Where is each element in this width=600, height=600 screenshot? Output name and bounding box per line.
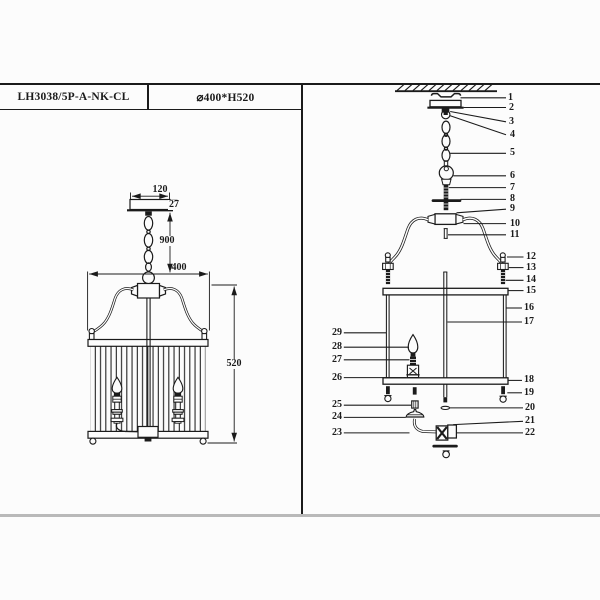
part-callout-21: 21 bbox=[525, 415, 535, 426]
part-callout-13: 13 bbox=[526, 262, 536, 273]
fixture-size: ⌀400*H520 bbox=[196, 91, 255, 104]
model-number-cell: LH3038/5P-A-NK-CL bbox=[0, 84, 147, 109]
part-callout-22: 22 bbox=[525, 427, 535, 438]
part-callout-15: 15 bbox=[526, 285, 536, 296]
part-callout-27: 27 bbox=[332, 354, 342, 365]
part-callout-10: 10 bbox=[510, 218, 520, 229]
part-callout-23: 23 bbox=[332, 427, 342, 438]
header-cell-divider bbox=[147, 83, 149, 110]
part-callout-14: 14 bbox=[526, 274, 536, 285]
dim-label-canopy-height: 27 bbox=[168, 199, 180, 210]
part-callout-5: 5 bbox=[510, 147, 515, 158]
ceiling-hatch bbox=[396, 83, 494, 92]
callout-leaders bbox=[343, 97, 524, 434]
part-callout-9: 9 bbox=[510, 203, 515, 214]
part-callout-28: 28 bbox=[332, 341, 342, 352]
part-callout-7: 7 bbox=[510, 182, 515, 193]
part-callout-17: 17 bbox=[524, 316, 534, 327]
part-callout-29: 29 bbox=[332, 327, 342, 338]
top-rule bbox=[0, 83, 600, 85]
dim-label-body-height: 520 bbox=[225, 358, 243, 369]
dim-label-suspension-height: 900 bbox=[158, 235, 176, 246]
dimension-view bbox=[87, 192, 237, 445]
part-callout-8: 8 bbox=[510, 193, 515, 204]
part-callout-4: 4 bbox=[510, 129, 515, 140]
part-callout-26: 26 bbox=[332, 372, 342, 383]
part-callout-1: 1 bbox=[508, 92, 513, 103]
part-callout-6: 6 bbox=[510, 170, 515, 181]
size-cell: ⌀400*H520 bbox=[149, 84, 302, 109]
part-callout-16: 16 bbox=[524, 302, 534, 313]
part-callout-19: 19 bbox=[524, 387, 534, 398]
part-callout-20: 20 bbox=[525, 402, 535, 413]
dim-label-diameter: 400 bbox=[171, 262, 187, 273]
dim-label-canopy-width: 120 bbox=[152, 184, 168, 195]
part-callout-12: 12 bbox=[526, 251, 536, 262]
part-callout-11: 11 bbox=[510, 229, 520, 240]
panel-divider bbox=[301, 83, 304, 516]
model-number: LH3038/5P-A-NK-CL bbox=[17, 90, 130, 103]
part-callout-24: 24 bbox=[332, 411, 342, 422]
part-callout-18: 18 bbox=[524, 374, 534, 385]
part-callout-2: 2 bbox=[509, 102, 514, 113]
header-bottom-rule bbox=[0, 108, 302, 111]
part-callout-3: 3 bbox=[509, 116, 514, 127]
part-callout-25: 25 bbox=[332, 399, 342, 410]
bottom-rule bbox=[0, 514, 600, 517]
exploded-view bbox=[382, 83, 509, 459]
